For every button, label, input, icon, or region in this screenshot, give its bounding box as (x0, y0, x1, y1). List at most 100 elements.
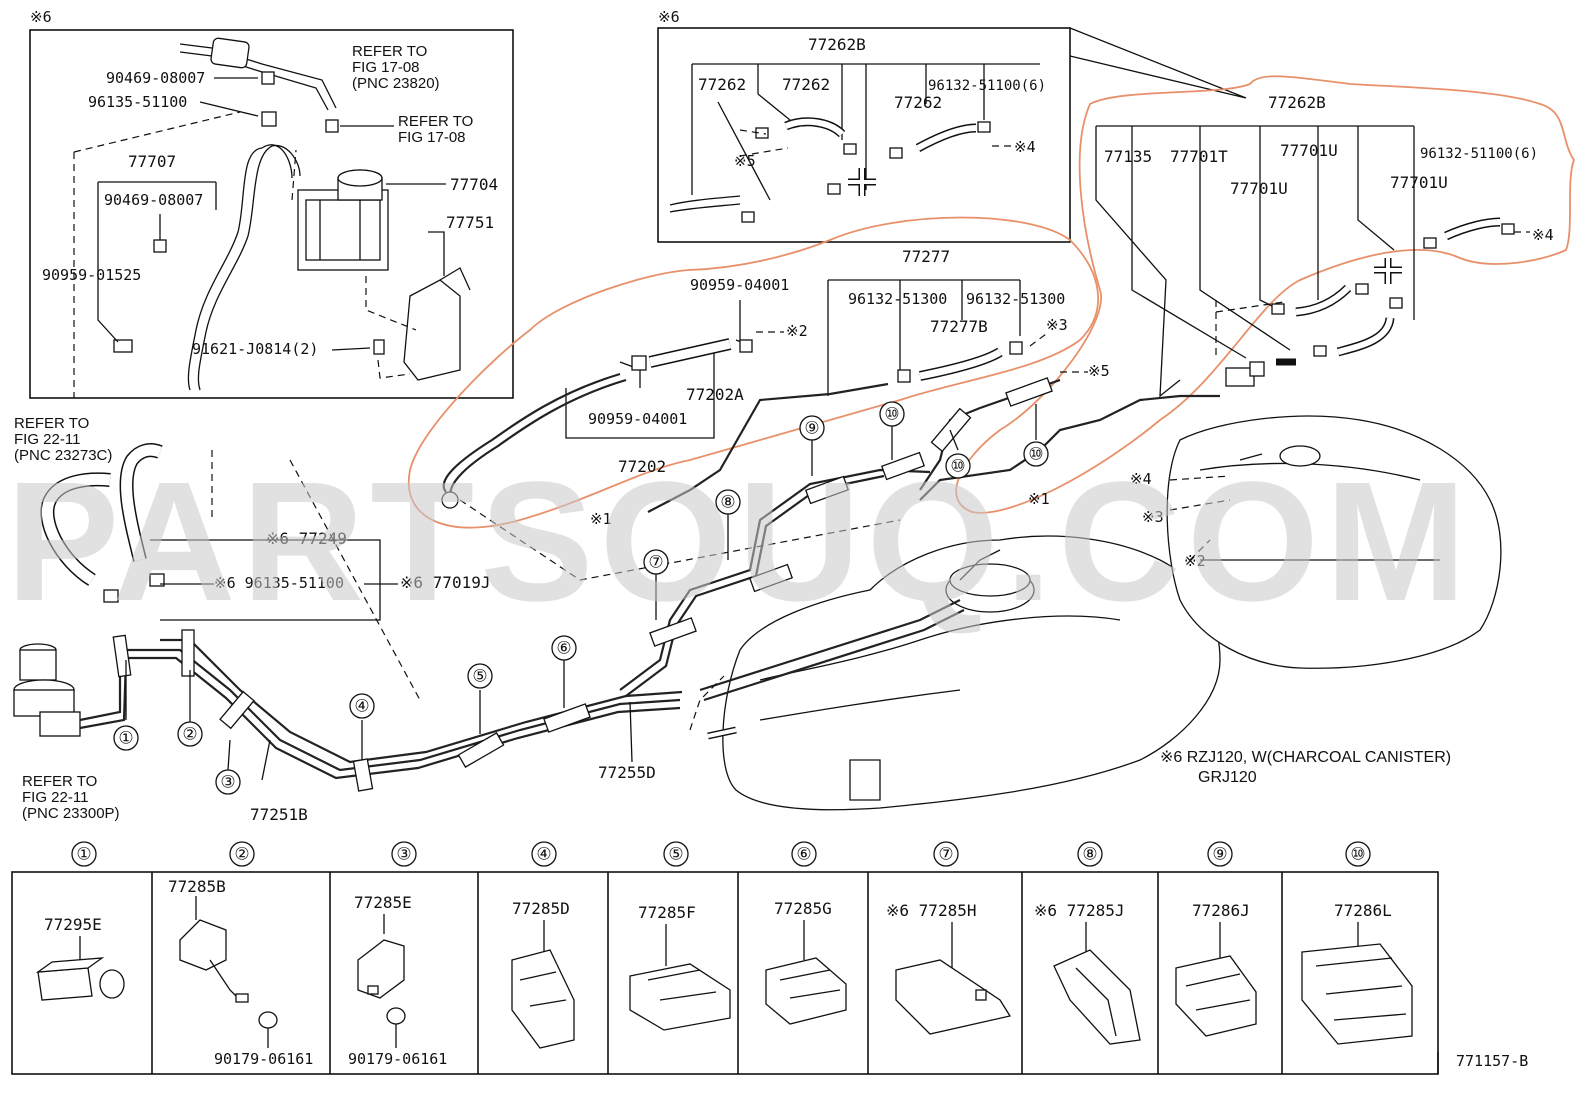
refer-a-line1: REFER TO (352, 43, 427, 60)
vent-hose-top (179, 43, 337, 109)
mid-part-77202: 77202 (618, 457, 666, 476)
mid-part-96132-51300-a: 96132-51300 (848, 290, 947, 308)
right-marker-4: ※4 (1532, 226, 1554, 244)
clamp-77295E (35, 936, 125, 1001)
top-part-77262-a: 77262 (698, 75, 746, 94)
mid-part-77277: 77277 (902, 247, 950, 266)
part-77255D: 77255D (598, 763, 656, 782)
part-90959-01525: 90959-01525 (42, 266, 141, 284)
refer-d-line1: REFER TO (22, 773, 97, 790)
callout-8: ⑧ (720, 493, 735, 512)
refer-b-line2: FIG 17-08 (398, 129, 466, 146)
refer-c-line2: FIG 22-11 (14, 431, 80, 448)
main-fuel-lines: REFER TO FIG 22-11 (PNC 23273C) REFER TO… (13, 377, 1053, 824)
bolt-91621 (373, 339, 385, 355)
box-marker-left: ※6 (30, 8, 52, 26)
callout-1: ① (118, 729, 133, 748)
right-group-outline (955, 75, 1576, 514)
right-hose-group: 77262B 77135 77701T 77701U 77701U 77701U… (955, 75, 1576, 514)
box-marker-top: ※6 (658, 8, 680, 26)
part-77249: ※6 77249 (266, 529, 347, 548)
table-part-2: 77285B (168, 877, 226, 896)
top-marker-5: ※5 (734, 152, 756, 170)
canister-box-frame (29, 29, 514, 399)
table-num-10: ⑩ (1350, 845, 1365, 864)
part-96135-51100-lower: ※6 96135-51100 (214, 574, 344, 592)
table-part-3: 77285E (354, 893, 412, 912)
mid-marker-1-a: ※1 (590, 510, 612, 528)
clamp-table: ① ② ③ ④ ⑤ ⑥ ⑦ ⑧ ⑨ ⑩ 77295E 77285B 77285E… (11, 841, 1528, 1075)
callout-4: ④ (354, 697, 369, 716)
refer-a-line2: FIG 17-08 (352, 59, 420, 76)
part-77019J: ※6 77019J (400, 573, 490, 592)
clamp-table-frame (11, 871, 1439, 1075)
part-77251B: 77251B (250, 805, 308, 824)
callout-6: ⑥ (556, 639, 571, 658)
table-num-7: ⑦ (938, 845, 953, 864)
mid-part-96132-51300-b: 96132-51300 (966, 290, 1065, 308)
hose-detail-box: ※6 77262B 77262 77262 77262 96132-51100(… (657, 8, 1247, 243)
table-num-5: ⑤ (668, 845, 683, 864)
hose-box-frame (657, 27, 1071, 243)
canister-detail-box: ※6 (29, 8, 514, 399)
table-num-9: ⑨ (1212, 845, 1227, 864)
clamp-77285J (1053, 922, 1141, 1045)
table-part-4: 77285D (512, 899, 570, 918)
right-part-77701U-b: 77701U (1230, 179, 1288, 198)
clamp-77285B (179, 896, 278, 1048)
fuel-tank-main (699, 535, 1221, 811)
connector-77135 (1225, 367, 1255, 387)
canister-bracket (403, 279, 461, 381)
mid-part-77277B: 77277B (930, 317, 988, 336)
table-part-1: 77295E (44, 915, 102, 934)
top-part-77262-c: 77262 (894, 93, 942, 112)
clip-90959 (113, 339, 133, 353)
mid-hose-group: 77277 96132-51300 96132-51300 77277B ※3 … (407, 216, 1220, 529)
part-91621-j0814: 91621-J0814(2) (192, 340, 318, 358)
top-part-77262-b: 77262 (782, 75, 830, 94)
tank-marker-4: ※4 (1130, 470, 1152, 488)
watermark-text: PARTSOUQ.COM (6, 447, 1473, 637)
fuel-tank-sub: ※4 ※3 ※2 (1130, 415, 1502, 669)
tank-marker-2: ※2 (1184, 552, 1206, 570)
part-77704: 77704 (450, 175, 498, 194)
callout-10-c: ⑩ (1028, 445, 1043, 464)
table-num-2: ② (234, 845, 249, 864)
clamp-77285H (895, 922, 1012, 1035)
clamp-77285D (511, 920, 575, 1049)
top-marker-4: ※4 (1014, 138, 1036, 156)
mid-marker-2: ※2 (786, 322, 808, 340)
clamp-77285F (629, 924, 731, 1031)
mid-group-outline (407, 216, 1100, 529)
diagram-callouts: ① ② ③ ④ ⑤ ⑥ ⑦ ⑧ ⑨ ⑩ ⑩ ⑩ (113, 401, 1049, 795)
mid-part-90959-04001-a: 90959-04001 (690, 276, 789, 294)
table-num-8: ⑧ (1082, 845, 1097, 864)
clamp-77286J (1175, 922, 1257, 1037)
callout-7: ⑦ (648, 553, 663, 572)
right-part-77701U-c: 77701U (1390, 173, 1448, 192)
right-part-77701U-a: 77701U (1280, 141, 1338, 160)
mid-part-90959-04001-b: 90959-04001 (588, 410, 687, 428)
filter-element (210, 37, 250, 69)
part-77707: 77707 (128, 152, 176, 171)
mid-marker-1-b: ※1 (1028, 490, 1050, 508)
table-part-8: ※6 77285J (1034, 901, 1124, 920)
diagram-id: 771157-B (1456, 1052, 1528, 1070)
table-extra-2: 90179-06161 (214, 1050, 313, 1068)
callout-10-b: ⑩ (950, 457, 965, 476)
refer-b-line1: REFER TO (398, 113, 473, 130)
refer-d-line2: FIG 22-11 (22, 789, 88, 806)
table-num-1: ① (76, 845, 91, 864)
mid-marker-5: ※5 (1088, 362, 1110, 380)
refer-c-line1: REFER TO (14, 415, 89, 432)
table-extra-3: 90179-06161 (348, 1050, 447, 1068)
canister-hose-left (187, 147, 263, 391)
table-part-5: 77285F (638, 903, 696, 922)
refer-d-line3: (PNC 23300P) (22, 805, 120, 822)
note-6-line1: ※6 RZJ120, W(CHARCOAL CANISTER) (1160, 749, 1451, 766)
top-part-96132-51100: 96132-51100(6) (928, 78, 1046, 94)
clip-90469-top (261, 71, 275, 85)
callout-5: ⑤ (472, 667, 487, 686)
clip-refer (325, 119, 339, 133)
